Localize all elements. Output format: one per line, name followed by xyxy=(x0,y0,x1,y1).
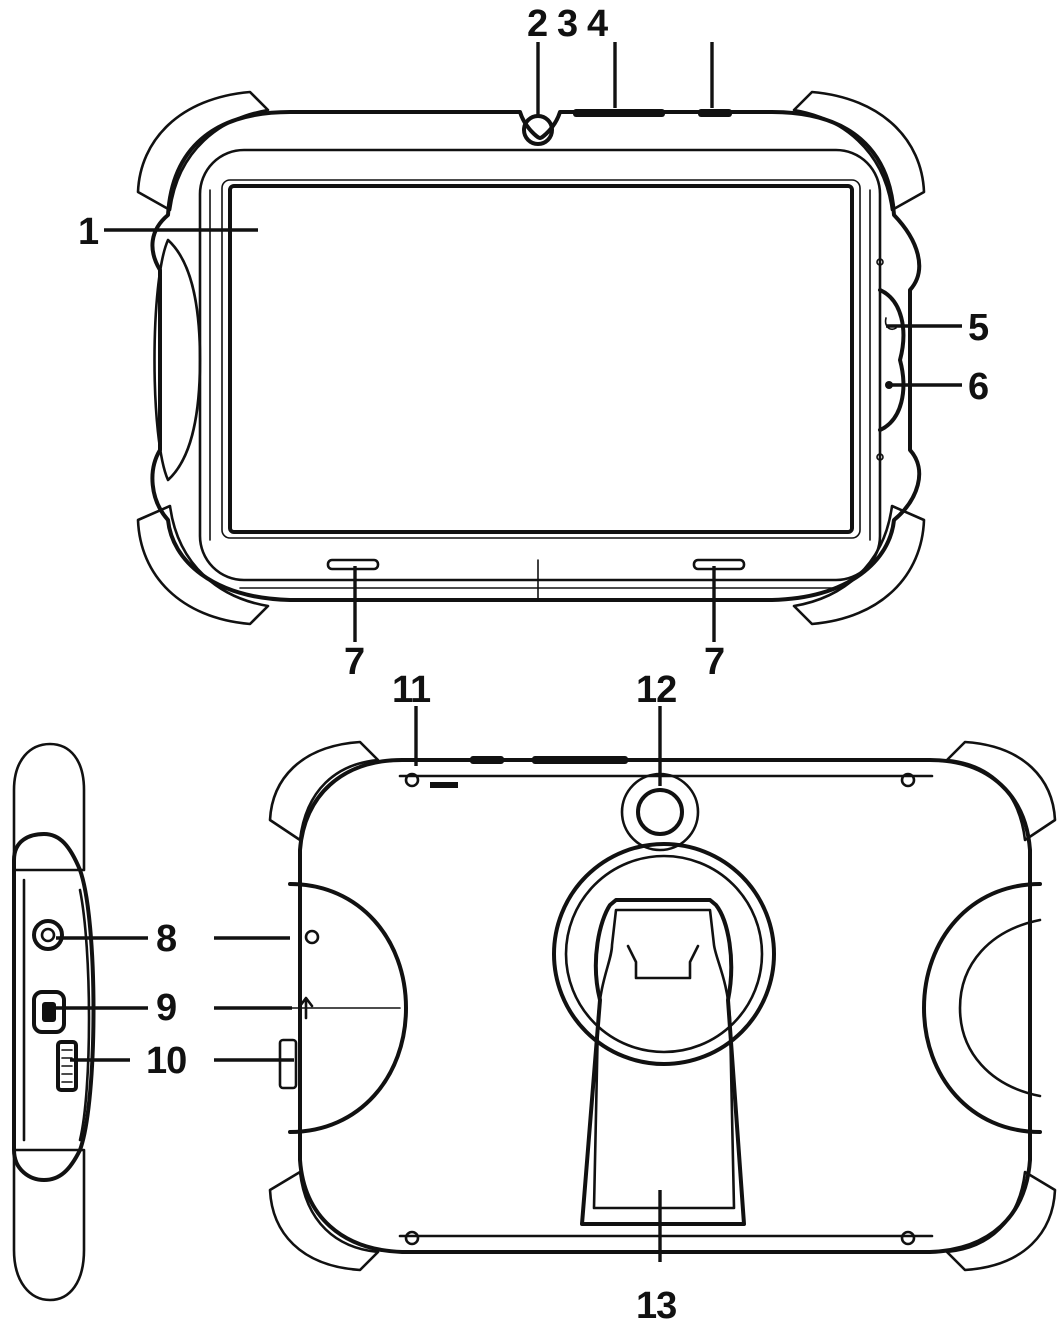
side-top-grip xyxy=(12,742,86,872)
callout-5: 5 xyxy=(968,307,989,349)
callout-10: 10 xyxy=(146,1040,186,1082)
kickstand xyxy=(580,898,746,1226)
front-view xyxy=(136,90,926,626)
speaker-right xyxy=(692,558,746,571)
callout-1: 1 xyxy=(78,211,99,253)
back-corner-bumpers xyxy=(268,740,1057,1272)
callout-7-right: 7 xyxy=(704,641,724,683)
callout-4: 4 xyxy=(587,3,608,45)
front-left-grip xyxy=(153,238,202,482)
reset-label xyxy=(430,782,458,788)
front-inner-frame xyxy=(198,148,882,582)
callout-8: 8 xyxy=(156,918,176,960)
callout-13: 13 xyxy=(636,1285,676,1327)
back-view xyxy=(268,740,1057,1272)
back-leader-lines xyxy=(56,706,662,1262)
callout-3: 3 xyxy=(557,3,577,45)
callout-9: 9 xyxy=(156,987,176,1029)
front-outer-frame xyxy=(150,110,922,602)
rotating-ring xyxy=(552,842,776,1066)
back-outer-frame xyxy=(298,758,1032,1254)
side-view xyxy=(12,742,96,1302)
callout-labels: 1 2 3 4 5 6 7 7 8 9 10 11 12 13 xyxy=(78,3,990,1327)
screen xyxy=(228,184,854,534)
card-slot xyxy=(56,1040,78,1092)
callout-2: 2 xyxy=(527,3,547,45)
microphone-hole xyxy=(885,381,893,389)
side-bottom-grip xyxy=(12,1148,86,1302)
rear-camera xyxy=(636,788,684,836)
callout-12: 12 xyxy=(636,669,676,711)
front-corner-bumpers xyxy=(136,90,926,626)
side-body xyxy=(12,832,96,1182)
speaker-left xyxy=(326,558,380,571)
callout-6: 6 xyxy=(968,366,988,408)
callout-7-left: 7 xyxy=(344,641,364,683)
headphone-jack xyxy=(32,919,64,951)
callout-11: 11 xyxy=(392,669,431,711)
back-left-grip xyxy=(288,882,408,1134)
usb-port xyxy=(32,990,66,1034)
volume-button-top xyxy=(573,109,665,117)
back-right-grip xyxy=(922,882,1042,1134)
front-right-panel xyxy=(878,288,906,432)
power-button-top xyxy=(698,109,732,117)
front-leader-lines xyxy=(104,42,962,642)
